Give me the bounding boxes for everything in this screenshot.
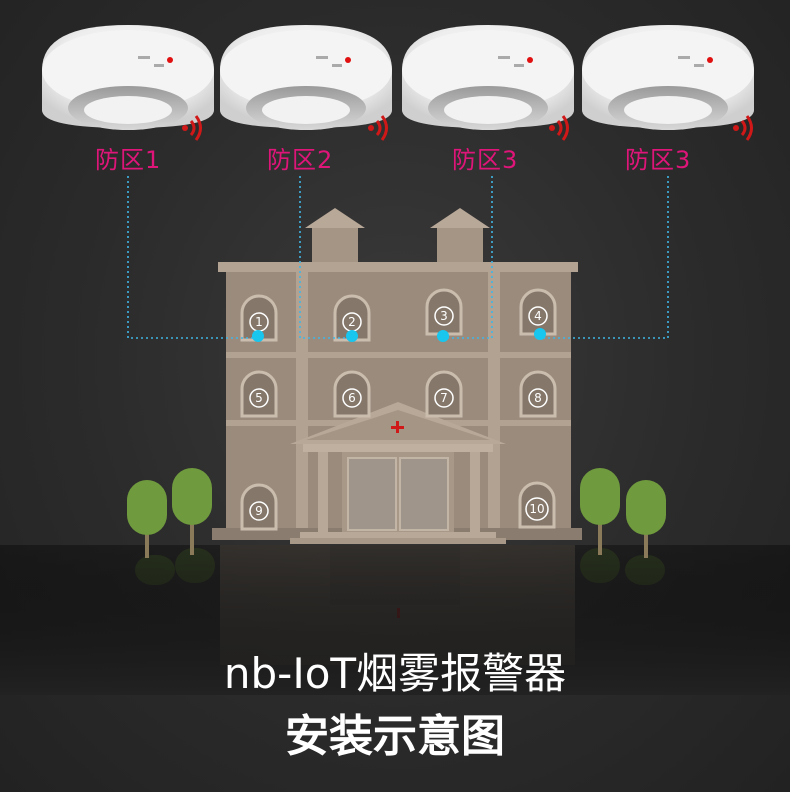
wire-zone-3 xyxy=(443,176,493,339)
window-number-badge xyxy=(342,388,362,408)
smoke-detector-4 xyxy=(582,25,754,142)
window-number: 4 xyxy=(534,309,542,323)
tree-left-1 xyxy=(127,480,167,558)
window-1: 1 xyxy=(240,294,278,342)
smoke-detector-2 xyxy=(220,25,392,142)
window-number-badge xyxy=(434,388,454,408)
wire-zone-4 xyxy=(540,176,669,339)
window-number: 8 xyxy=(534,391,542,405)
smoke-detector-1 xyxy=(42,25,214,142)
sensor-dot-4 xyxy=(534,328,546,340)
window-5: 5 xyxy=(240,370,278,418)
window-3: 3 xyxy=(425,288,463,336)
windows: 1 2 3 4 5 6 7 8 9 10 xyxy=(240,288,557,531)
sensor-dots xyxy=(252,328,546,342)
zone-label-4: 防区3 xyxy=(625,146,692,174)
zone-label-2: 防区2 xyxy=(267,146,334,174)
window-number: 10 xyxy=(529,502,544,516)
zone-label-1: 防区1 xyxy=(95,146,162,174)
sensor-dot-2 xyxy=(346,330,358,342)
window-number: 9 xyxy=(255,504,263,518)
window-number: 6 xyxy=(348,391,356,405)
window-7: 7 xyxy=(425,370,463,418)
window-6: 6 xyxy=(333,370,371,418)
window-number: 7 xyxy=(440,391,448,405)
zone-label-3: 防区3 xyxy=(452,146,519,174)
sensor-dot-1 xyxy=(252,330,264,342)
window-2: 2 xyxy=(333,294,371,342)
window-number-badge xyxy=(525,497,549,521)
window-4: 4 xyxy=(519,288,557,336)
window-number-badge xyxy=(249,501,269,521)
window-number-badge xyxy=(249,388,269,408)
window-9: 9 xyxy=(240,483,278,531)
window-10: 10 xyxy=(518,481,556,529)
ground-fade xyxy=(0,545,790,695)
window-number: 2 xyxy=(348,315,356,329)
window-number: 5 xyxy=(255,391,263,405)
tree-right-2 xyxy=(626,480,666,558)
sensor-dot-3 xyxy=(437,330,449,342)
smoke-detector-3 xyxy=(402,25,574,142)
wire-zone-2 xyxy=(299,176,352,339)
window-number: 3 xyxy=(440,309,448,323)
title-product: nb-IoT烟雾报警器 xyxy=(223,649,567,698)
window-number: 1 xyxy=(255,315,263,329)
title-diagram: 安装示意图 xyxy=(285,711,505,762)
window-number-badge xyxy=(528,306,548,326)
wiring xyxy=(127,176,669,339)
wire-zone-1 xyxy=(127,176,258,339)
window-8: 8 xyxy=(519,370,557,418)
tree-left-2 xyxy=(172,468,212,555)
building xyxy=(212,208,582,544)
window-number-badge xyxy=(434,306,454,326)
window-number-badge xyxy=(528,388,548,408)
tree-right-1 xyxy=(580,468,620,555)
